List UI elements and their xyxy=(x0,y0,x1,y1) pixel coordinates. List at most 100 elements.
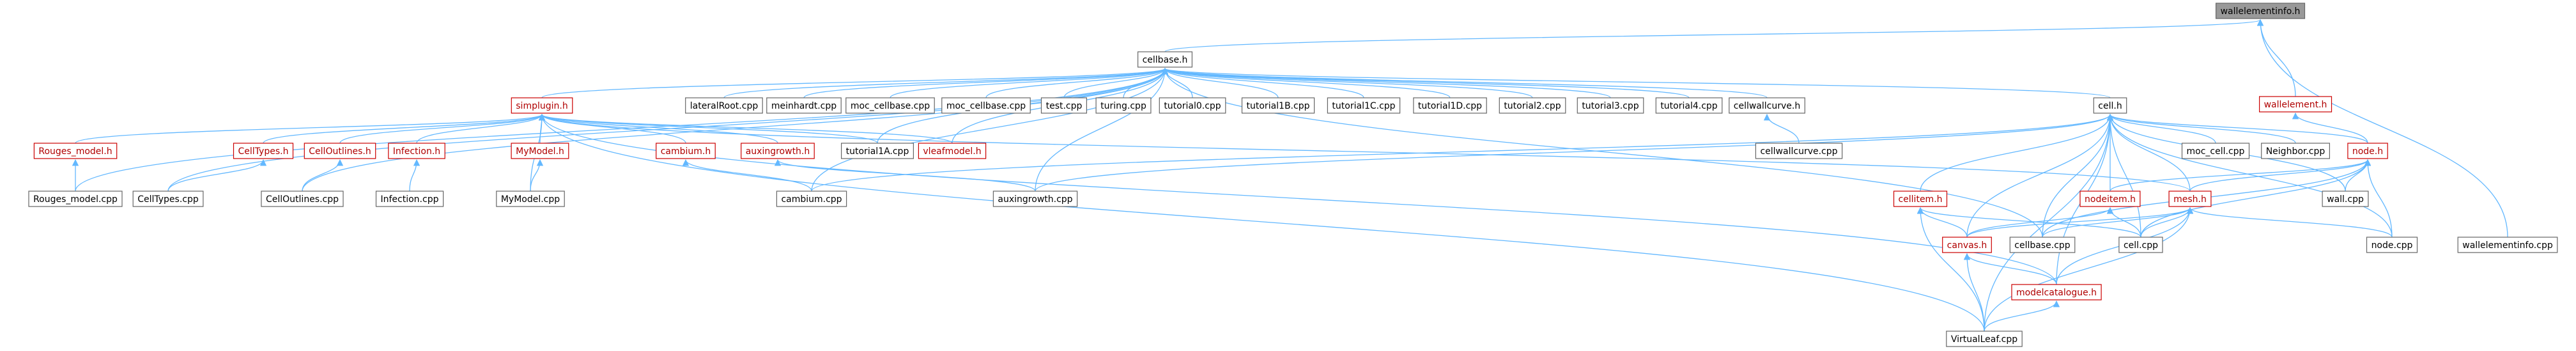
node-cellitem-h[interactable]: cellitem.h xyxy=(1893,191,1948,207)
node-label: tutorial3.cpp xyxy=(1582,101,1639,111)
node-tutorial1b-cpp[interactable]: tutorial1B.cpp xyxy=(1241,97,1315,114)
node-cambium-h[interactable]: cambium.h xyxy=(656,143,716,159)
edge-wallelementinfo-cpp-includes-wallelementinfo-h xyxy=(2256,19,2508,238)
node-tutorial1c-cpp[interactable]: tutorial1C.cpp xyxy=(1327,97,1401,114)
node-vleafmodel-h[interactable]: vleafmodel.h xyxy=(918,143,987,159)
node-lateralroot-cpp[interactable]: lateralRoot.cpp xyxy=(685,97,763,114)
node-wallelementinfo-cpp[interactable]: wallelementinfo.cpp xyxy=(2457,237,2558,253)
node-label: cell.h xyxy=(2098,101,2122,111)
node-box xyxy=(2118,237,2163,253)
node-label: auxingrowth.cpp xyxy=(998,194,1072,205)
node-simplugin-h[interactable]: simplugin.h xyxy=(511,97,573,114)
node-auxingrowth-h[interactable]: auxingrowth.h xyxy=(741,143,815,159)
edge-cell-cpp-includes-nodeitem-h xyxy=(2106,207,2141,238)
node-box xyxy=(2347,143,2388,159)
node-cellbase-cpp[interactable]: cellbase.cpp xyxy=(2009,237,2076,253)
node-cell-h[interactable]: cell.h xyxy=(2093,97,2127,114)
node-canvas-h[interactable]: canvas.h xyxy=(1942,237,1992,253)
node-label: CellTypes.cpp xyxy=(137,194,199,205)
edge-auxingrowth-h-includes-simplugin-h xyxy=(538,113,778,144)
edge-moc-cellbase-cpp-includes-cellbase-h xyxy=(985,67,1169,98)
node-box xyxy=(233,143,294,159)
node-virtualleaf-cpp[interactable]: VirtualLeaf.cpp xyxy=(1946,331,2023,347)
node-box xyxy=(845,97,935,114)
node-box xyxy=(1095,97,1152,114)
node-rouges-model-h[interactable]: Rouges_model.h xyxy=(33,143,118,159)
node-moc-cellbase-cpp[interactable]: moc_cellbase.cpp xyxy=(941,97,1031,114)
edge-node-cpp-includes-node-h xyxy=(2364,159,2393,238)
node-mesh-h[interactable]: mesh.h xyxy=(2168,191,2212,207)
node-celltypes-h[interactable]: CellTypes.h xyxy=(233,143,294,159)
node-cambium-cpp[interactable]: cambium.cpp xyxy=(776,191,847,207)
node-label: tutorial1D.cpp xyxy=(1418,101,1482,111)
edge-cellitem-h-includes-cell-h xyxy=(1920,113,2114,192)
node-turing-cpp[interactable]: turing.cpp xyxy=(1095,97,1152,114)
node-label: tutorial1A.cpp xyxy=(846,146,909,157)
node-tutorial2-cpp[interactable]: tutorial2.cpp xyxy=(1499,97,1566,114)
node-wallelementinfo-h[interactable]: wallelementinfo.h xyxy=(2216,3,2306,19)
edge-canvas-h-includes-mesh-h xyxy=(1966,207,2194,238)
node-node-cpp[interactable]: node.cpp xyxy=(2366,237,2418,253)
edge-virtualleaf-cpp-includes-canvas-h xyxy=(1963,253,1985,332)
edge-cell-h-includes-cellbase-h xyxy=(1162,67,2111,98)
node-label: meinhardt.cpp xyxy=(771,101,837,111)
edge-cellwallcurve-h-includes-cellbase-h xyxy=(1162,67,1768,98)
edge-celloutlines-cpp-includes-celloutlines-h xyxy=(302,159,344,192)
node-infection-cpp[interactable]: Infection.cpp xyxy=(375,191,444,207)
node-celloutlines-cpp[interactable]: CellOutlines.cpp xyxy=(261,191,344,207)
node-label: wallelementinfo.h xyxy=(2221,6,2301,17)
edge-auxingrowth-cpp-includes-cellbase-h xyxy=(1035,67,1169,192)
node-cellwallcurve-h[interactable]: cellwallcurve.h xyxy=(1729,97,1805,114)
node-infection-h[interactable]: Infection.h xyxy=(388,143,445,159)
node-rouges-model-cpp[interactable]: Rouges_model.cpp xyxy=(28,191,123,207)
node-label: moc_cell.cpp xyxy=(2187,146,2245,157)
node-box xyxy=(1942,237,1992,253)
node-box xyxy=(132,191,204,207)
node-tutorial1d-cpp[interactable]: tutorial1D.cpp xyxy=(1413,97,1487,114)
node-neighbor-cpp[interactable]: Neighbor.cpp xyxy=(2261,143,2330,159)
node-celltypes-cpp[interactable]: CellTypes.cpp xyxy=(132,191,204,207)
node-box xyxy=(511,97,573,114)
node-cell-cpp[interactable]: cell.cpp xyxy=(2118,237,2163,253)
node-moc-cellbase-cpp[interactable]: moc_cellbase.cpp xyxy=(845,97,935,114)
node-box xyxy=(2322,191,2369,207)
edge-tutorial3-cpp-includes-cellbase-h xyxy=(1162,67,1611,98)
node-box xyxy=(2457,237,2558,253)
node-tutorial4-cpp[interactable]: tutorial4.cpp xyxy=(1655,97,1723,114)
node-box xyxy=(1040,97,1088,114)
node-label: tutorial4.cpp xyxy=(1660,101,1717,111)
node-cellbase-h[interactable]: cellbase.h xyxy=(1137,51,1192,68)
node-wall-cpp[interactable]: wall.cpp xyxy=(2322,191,2369,207)
node-nodeitem-h[interactable]: nodeitem.h xyxy=(2079,191,2141,207)
node-meinhardt-cpp[interactable]: meinhardt.cpp xyxy=(766,97,842,114)
node-box xyxy=(2366,237,2418,253)
node-box xyxy=(375,191,444,207)
node-tutorial3-cpp[interactable]: tutorial3.cpp xyxy=(1577,97,1644,114)
node-wallelement-h[interactable]: wallelement.h xyxy=(2259,96,2333,113)
edge-celloutlines-h-includes-simplugin-h xyxy=(339,113,546,144)
node-label: Infection.h xyxy=(393,146,440,157)
node-tutorial0-cpp[interactable]: tutorial0.cpp xyxy=(1159,97,1226,114)
edge-tutorial1a-cpp-includes-simplugin-h xyxy=(539,113,878,144)
node-label: simplugin.h xyxy=(516,101,567,111)
node-tutorial1a-cpp[interactable]: tutorial1A.cpp xyxy=(840,143,914,159)
node-box xyxy=(388,143,445,159)
node-moc-cell-cpp[interactable]: moc_cell.cpp xyxy=(2181,143,2250,159)
node-mymodel-h[interactable]: MyModel.h xyxy=(511,143,569,159)
node-modelcatalogue-h[interactable]: modelcatalogue.h xyxy=(2011,284,2102,300)
edge-neighbor-cpp-includes-cell-h xyxy=(2106,113,2296,144)
node-box xyxy=(2168,191,2212,207)
node-test-cpp[interactable]: test.cpp xyxy=(1040,97,1088,114)
node-cellwallcurve-cpp[interactable]: cellwallcurve.cpp xyxy=(1755,143,1843,159)
node-auxingrowth-cpp[interactable]: auxingrowth.cpp xyxy=(992,191,1078,207)
node-node-h[interactable]: node.h xyxy=(2347,143,2388,159)
edge-mymodel-cpp-includes-mymodel-h xyxy=(530,159,544,192)
edge-modelcatalogue-h-includes-canvas-h xyxy=(1963,253,2057,285)
edge-tutorial1c-cpp-includes-cellbase-h xyxy=(1161,67,1364,98)
node-label: tutorial1C.cpp xyxy=(1332,101,1395,111)
node-mymodel-cpp[interactable]: MyModel.cpp xyxy=(496,191,565,207)
node-celloutlines-h[interactable]: CellOutlines.h xyxy=(304,143,376,159)
node-box xyxy=(2011,284,2102,300)
node-label: CellTypes.h xyxy=(238,146,289,157)
edge-virtualleaf-cpp-includes-modelcatalogue-h xyxy=(1984,300,2060,332)
